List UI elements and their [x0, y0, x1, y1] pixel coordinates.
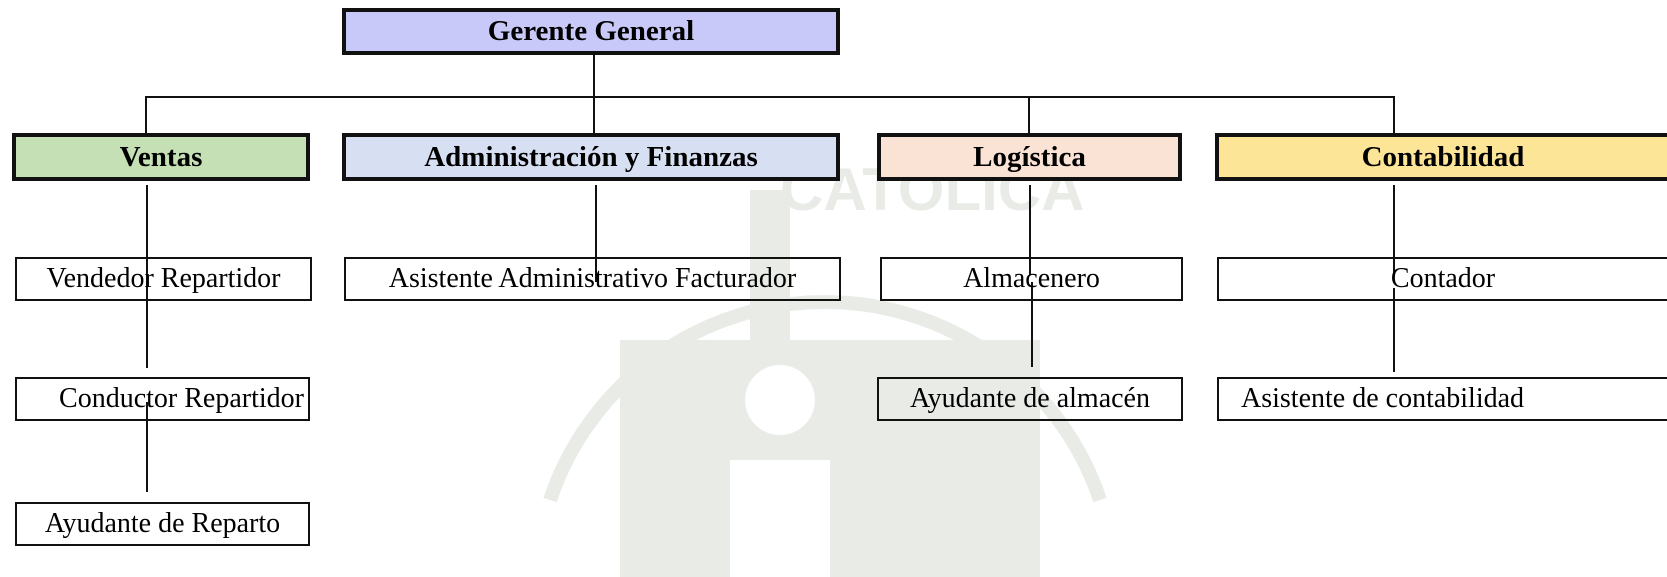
connector-gerente-down: [593, 53, 595, 133]
role-conductor-repartidor-box: Conductor Repartidor: [15, 377, 310, 421]
connector-horizontal-bus: [145, 96, 1394, 98]
university-seal-watermark: CATOLICA: [543, 156, 1107, 577]
role-label: Ayudante de almacén: [910, 383, 1150, 414]
dept-ventas-box: Ventas: [12, 133, 310, 181]
dept-logistica-box: Logística: [877, 133, 1182, 181]
dept-contabilidad-box: Contabilidad: [1215, 133, 1667, 181]
dept-logistica-label: Logística: [973, 140, 1086, 173]
gerente-general-label: Gerente General: [487, 15, 695, 47]
connector-logistica-down: [1029, 185, 1031, 275]
connector-contabilidad-chain: [1393, 288, 1395, 372]
role-label: Vendedor Repartidor: [46, 263, 281, 294]
gerente-general-box: Gerente General: [342, 8, 840, 55]
role-label: Asistente Administrativo Facturador: [388, 263, 797, 294]
dept-ventas-label: Ventas: [119, 140, 203, 173]
role-ayudante-almacen-box: Ayudante de almacén: [877, 377, 1183, 421]
connector-ventas-chain-1: [146, 185, 148, 282]
role-label: Ayudante de Reparto: [44, 508, 281, 539]
role-label: Asistente de contabilidad: [1241, 383, 1525, 414]
connector-ventas-chain-3: [146, 402, 148, 492]
role-label: Contador: [1390, 263, 1496, 294]
role-asistente-contabilidad-box: Asistente de contabilidad: [1217, 377, 1667, 421]
connector-logistica-chain: [1031, 282, 1033, 367]
connector-ventas-chain-2: [146, 282, 148, 368]
connector-admin-down: [595, 185, 597, 282]
role-almacenero-box: Almacenero: [880, 257, 1183, 301]
dept-administracion-finanzas-label: Administración y Finanzas: [424, 140, 758, 173]
connector-bus-logistica: [1028, 96, 1030, 133]
connector-contabilidad-down: [1393, 185, 1395, 273]
role-vendedor-repartidor-box: Vendedor Repartidor: [15, 257, 312, 301]
role-label: Conductor Repartidor: [59, 383, 304, 414]
role-label: Almacenero: [963, 263, 1100, 294]
role-contador-box: Contador: [1217, 257, 1667, 301]
connector-bus-ventas: [145, 96, 147, 133]
dept-contabilidad-label: Contabilidad: [1361, 140, 1525, 173]
connector-bus-contabilidad: [1393, 96, 1395, 133]
role-asistente-administrativo-facturador-box: Asistente Administrativo Facturador: [344, 257, 841, 301]
role-ayudante-reparto-box: Ayudante de Reparto: [15, 502, 310, 546]
dept-administracion-finanzas-box: Administración y Finanzas: [342, 133, 840, 181]
